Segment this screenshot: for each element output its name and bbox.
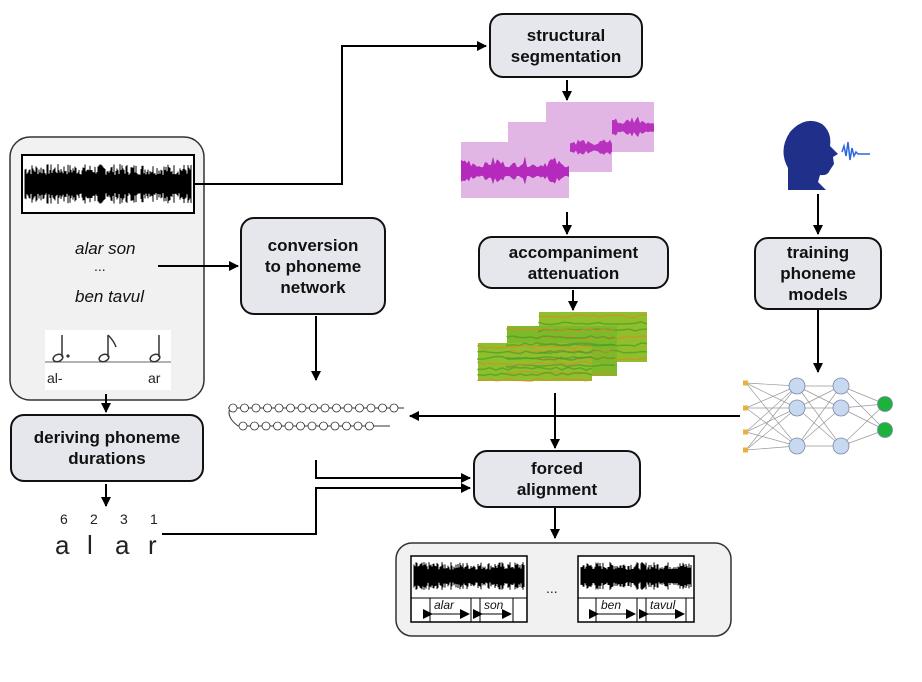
duration-number: 3 <box>120 511 128 527</box>
accompaniment-attenuation-box: accompaniment attenuation <box>478 236 669 289</box>
spectrogram-stack <box>461 102 654 198</box>
speaker-head-icon <box>783 120 870 190</box>
flow-arrows <box>101 41 823 539</box>
music-score <box>45 330 171 390</box>
output-waveform-right <box>577 555 695 623</box>
output-ellipsis: ... <box>546 580 558 596</box>
output-word: ben <box>601 598 622 612</box>
phoneme-letter: l <box>87 530 103 560</box>
phoneme-letter: a <box>115 530 140 560</box>
deriving-phoneme-durations-box: deriving phoneme durations <box>10 414 204 482</box>
lyric-line-2: ben tavul <box>75 287 144 306</box>
conversion-to-phoneme-network-box: conversion to phoneme network <box>240 217 386 315</box>
duration-number: 6 <box>60 511 68 527</box>
duration-number: 1 <box>150 511 158 527</box>
chromagram-stack <box>477 312 648 382</box>
phoneme-letter: r <box>148 530 167 560</box>
output-word: alar <box>434 598 455 612</box>
lyric-line-1: alar son <box>75 239 136 258</box>
phoneme-network <box>228 403 404 431</box>
forced-alignment-box: forced alignment <box>473 450 641 508</box>
phoneme-letter: a <box>55 530 80 560</box>
structural-segmentation-box: structural segmentation <box>489 13 643 78</box>
output-word: tavul <box>650 598 676 612</box>
training-phoneme-models-box: training phoneme models <box>754 237 882 310</box>
duration-number: 2 <box>90 511 98 527</box>
output-waveform-left <box>410 555 528 623</box>
score-syllable-1: al- <box>47 370 63 386</box>
output-word: son <box>484 598 504 612</box>
neural-network <box>743 377 893 455</box>
lyric-ellipsis: ... <box>94 258 106 274</box>
score-syllable-2: ar <box>148 370 161 386</box>
input-waveform <box>21 154 195 214</box>
